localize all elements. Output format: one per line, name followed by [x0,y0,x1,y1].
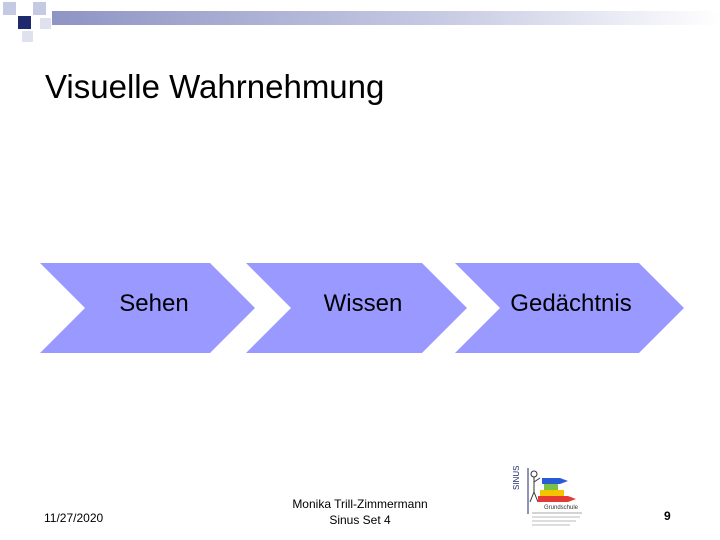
footer-date: 11/27/2020 [44,511,104,525]
svg-text:SINUS: SINUS [512,466,521,490]
decor-square-3 [33,2,46,15]
decor-square-1 [3,2,16,15]
footer-author: Monika Trill-Zimmermann [292,497,428,511]
svg-text:Grundschule: Grundschule [544,505,579,511]
decor-square-5 [40,18,51,29]
sinus-logo: SINUS Grundschule [510,462,588,530]
decor-square-4 [22,31,33,42]
page-number: 9 [664,509,671,523]
step-label-sehen: Sehen [119,290,189,317]
header-decoration [3,2,720,42]
step-label-gedaechtnis: Gedächtnis [510,290,632,317]
footer-author-block: Monika Trill-Zimmermann Sinus Set 4 [270,496,450,528]
step-label-wissen: Wissen [323,290,403,317]
slide-title: Visuelle Wahrnehmung [45,68,385,105]
header-gradient-bar [52,11,720,25]
decor-square-2 [18,16,31,29]
footer-subtitle: Sinus Set 4 [329,513,391,527]
